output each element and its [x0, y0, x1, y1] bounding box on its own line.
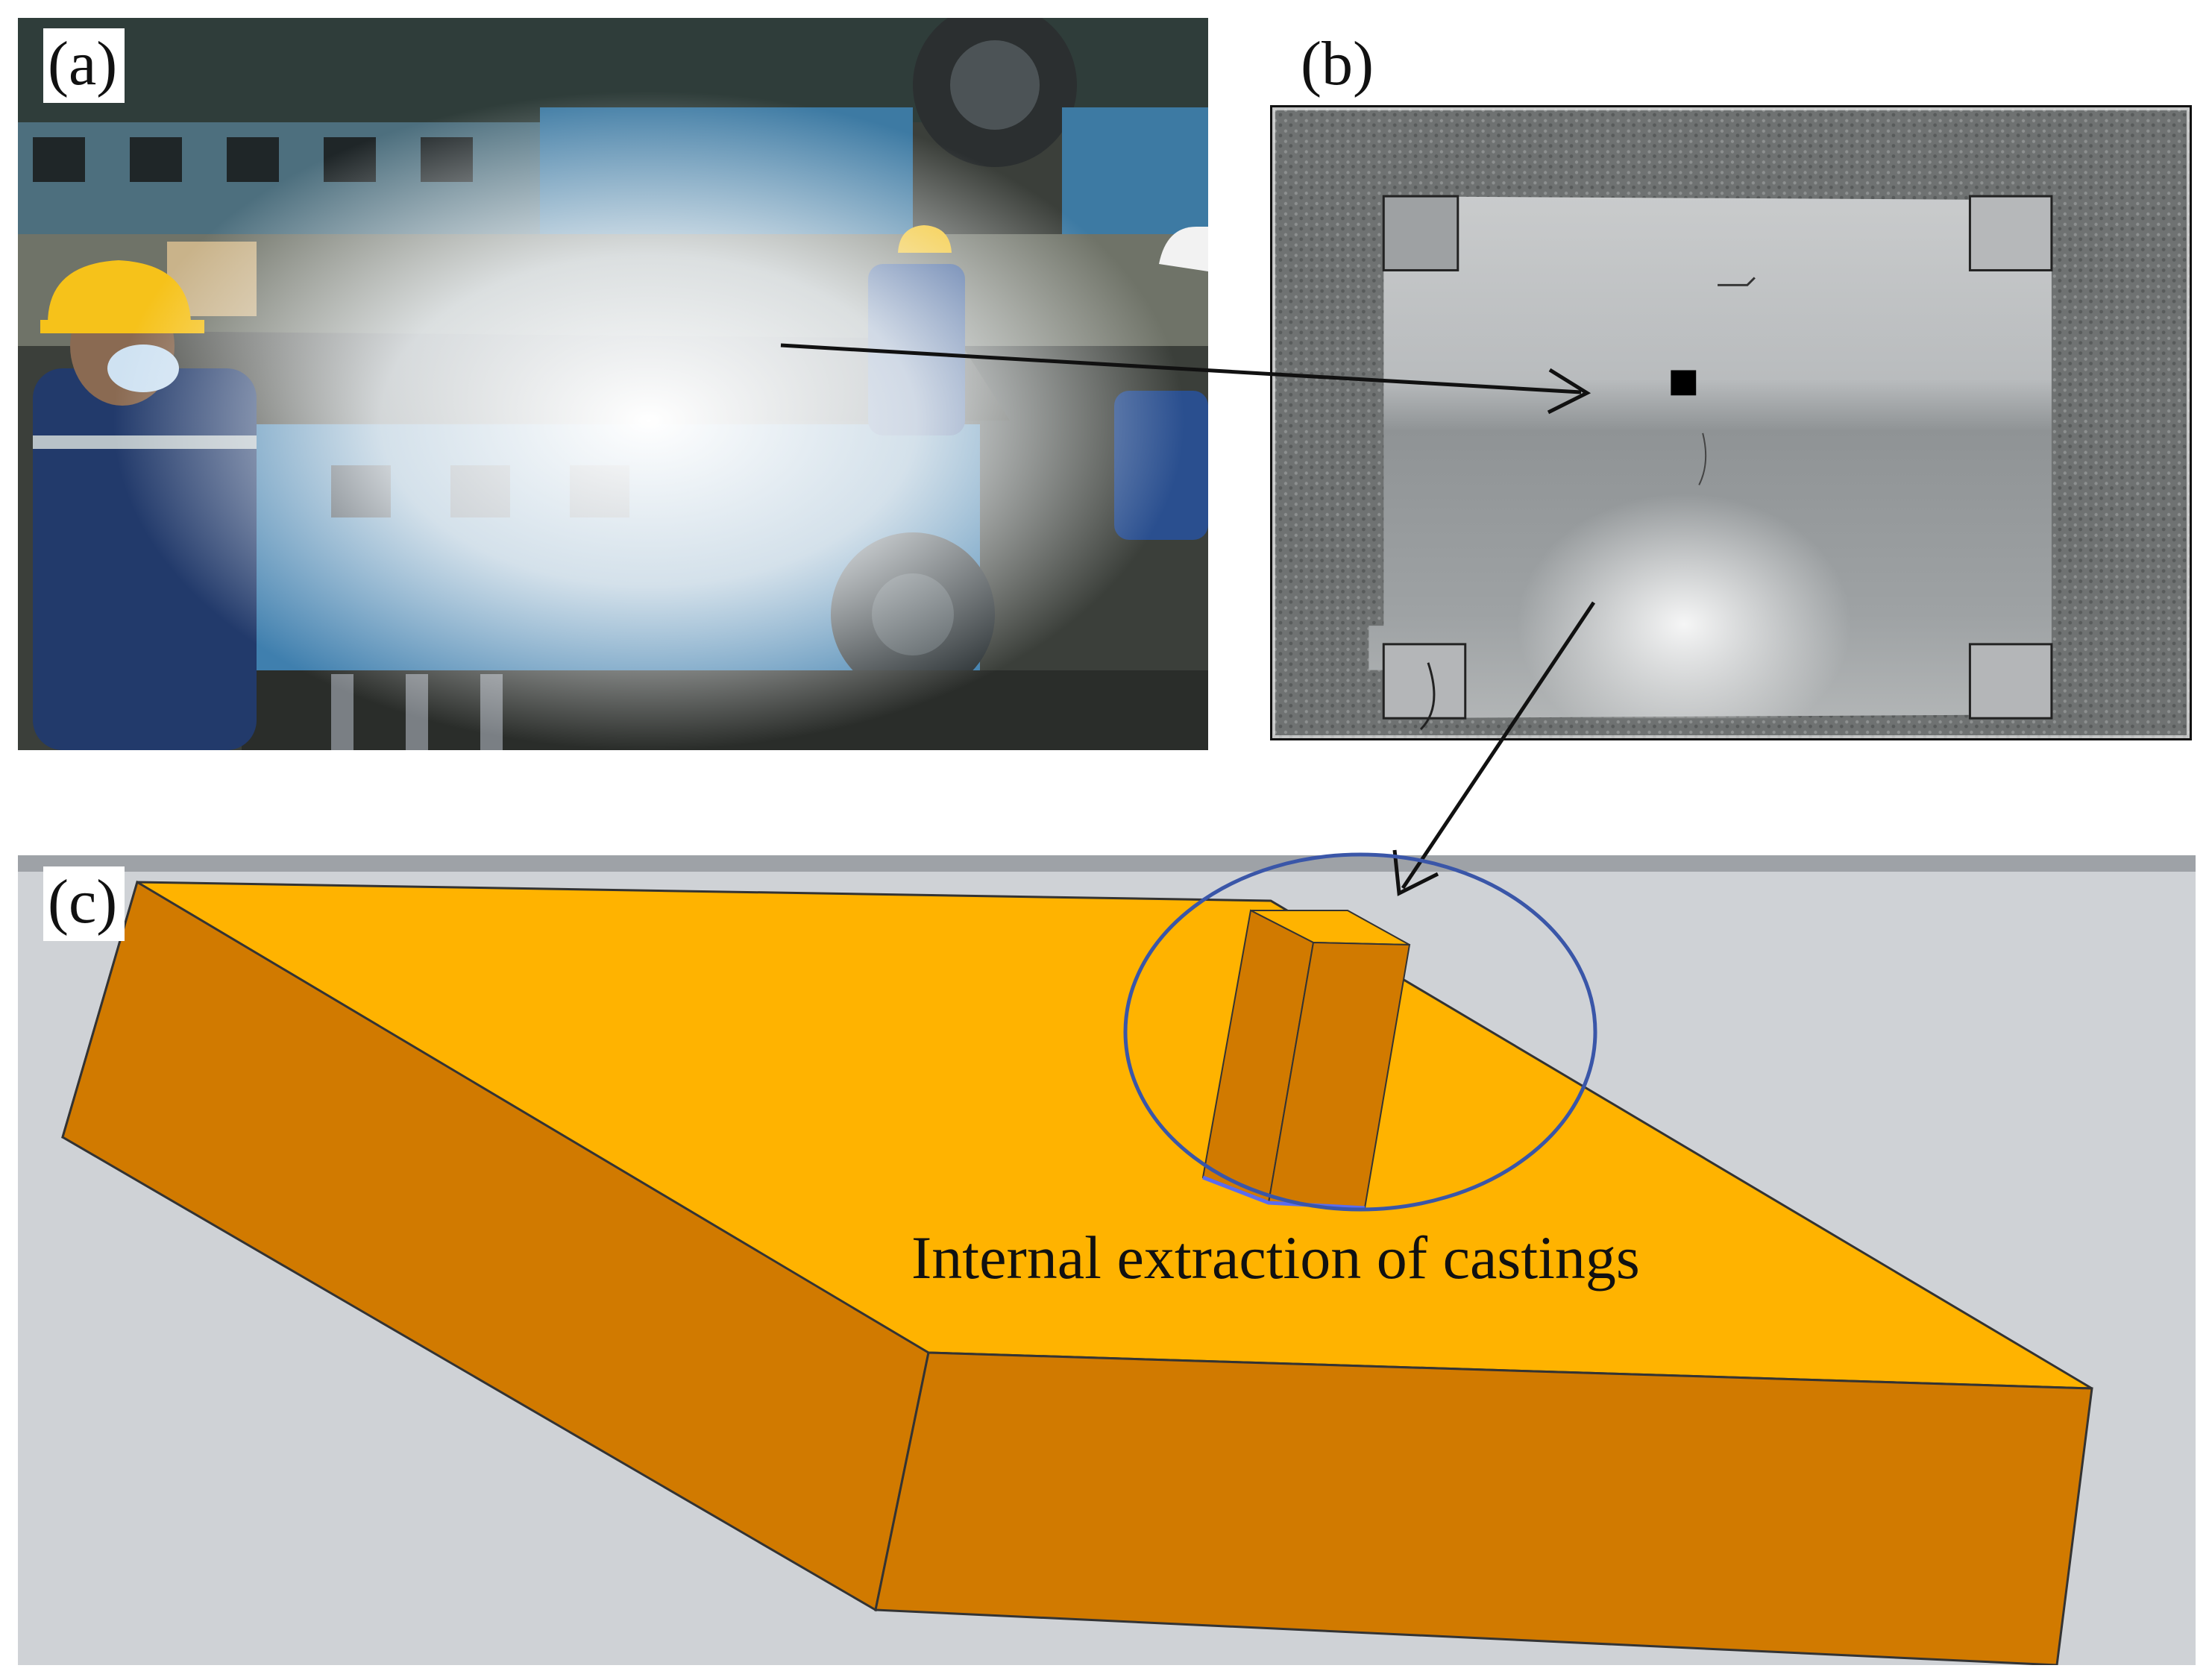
- render-slab-model: [18, 855, 2196, 1665]
- panel-label-b: (b): [1296, 28, 1381, 103]
- panel-c-caption: Internal extraction of castings: [911, 1224, 1640, 1292]
- panel-label-c: (c): [43, 866, 125, 941]
- photo-rolling-mill: [18, 18, 1208, 750]
- panel-label-a: (a): [43, 28, 125, 103]
- photo-plate-sample: [1270, 105, 2192, 740]
- slab-front-right-face: [874, 1351, 2093, 1665]
- sample-location-marker: [1671, 370, 1697, 396]
